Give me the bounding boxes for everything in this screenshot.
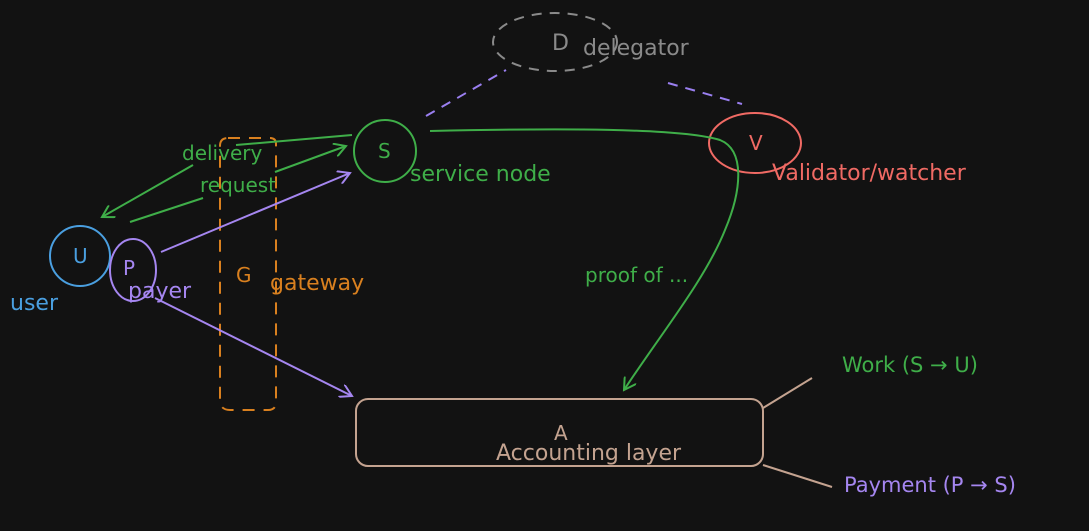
accounting-box — [355, 398, 764, 467]
delegator-label: delegator — [583, 36, 690, 61]
delegator-letter: D — [552, 31, 569, 56]
request-arrow — [274, 146, 346, 173]
validator-ellipse — [708, 112, 802, 174]
work-legend-line — [762, 377, 813, 409]
delegator-node: D delegator — [492, 12, 690, 72]
accounting-label: Accounting layer — [496, 441, 682, 466]
gateway-label: gateway — [270, 271, 364, 296]
service-circle — [353, 119, 417, 183]
payer-ellipse — [109, 238, 157, 302]
user-node: U user — [10, 225, 111, 316]
accounting-letter: A — [554, 421, 568, 445]
delivery-arrow-top — [235, 134, 353, 146]
gateway-node: G gateway — [219, 137, 364, 411]
work-legend: Work (S → U) — [842, 353, 978, 377]
payer-node: P payer — [109, 238, 192, 304]
request-label: request — [200, 173, 276, 197]
request-arrow-lower — [129, 197, 204, 223]
user-letter: U — [73, 244, 88, 268]
payer-accounting-arrow — [154, 297, 352, 396]
delegator-ellipse — [492, 12, 618, 72]
validator-letter: V — [749, 131, 763, 155]
proof-curve — [429, 128, 740, 390]
user-circle — [49, 225, 111, 287]
delivery-label: delivery — [182, 141, 262, 165]
delivery-arrow — [102, 164, 194, 217]
payment-legend: Payment (P → S) — [844, 473, 1016, 497]
proof-label: proof of ... — [585, 263, 688, 287]
validator-node: V Validator/watcher — [708, 112, 967, 186]
service-letter: S — [378, 139, 391, 163]
delegator-validator-link — [667, 82, 743, 105]
delegator-service-link — [425, 69, 507, 117]
service-label: service node — [410, 162, 551, 187]
gateway-letter: G — [236, 263, 252, 287]
payer-service-arrow — [160, 173, 350, 253]
user-label: user — [10, 291, 59, 316]
payer-letter: P — [123, 256, 135, 280]
payment-legend-line — [762, 464, 833, 488]
accounting-node: A Accounting layer — [355, 398, 764, 467]
validator-label: Validator/watcher — [772, 161, 967, 186]
service-node: S service node — [353, 119, 551, 187]
